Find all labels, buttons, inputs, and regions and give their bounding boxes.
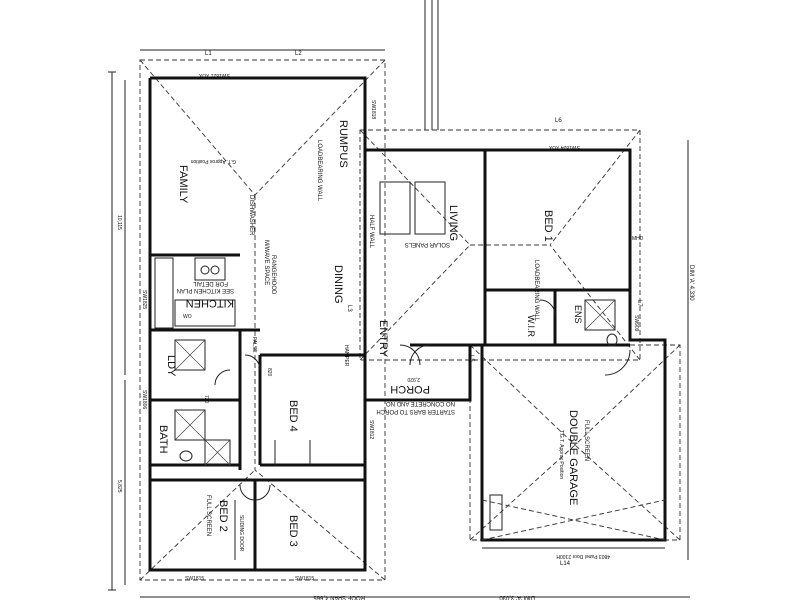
- room-label-porch: PORCH: [390, 383, 430, 395]
- scan-binding-lines: [424, 0, 439, 130]
- room-label-bath: BATH: [157, 425, 169, 454]
- note-no-concrete: NO CONCRETE AND NO: [386, 400, 455, 406]
- room-label-garage: DOUBLE GARAGE: [567, 410, 579, 505]
- dim-a: DIM 'A' 3,030: [499, 594, 535, 600]
- room-label-rumpus: RUMPUS: [337, 120, 349, 168]
- note-sliding-door: SLIDING DOOR: [238, 515, 244, 552]
- dim-roof-span: ROOF SPAN 4,665: [313, 594, 365, 600]
- note-solar-panels: SOLAR PANELS: [405, 241, 450, 247]
- window-sw1824: SW1824 XOX: [548, 144, 580, 150]
- room-label-kitchen: KITCHEN: [186, 297, 234, 309]
- note-false: FALSE: [251, 337, 257, 353]
- lintel-l1: L1: [205, 51, 212, 57]
- lintel-l6: L6: [555, 118, 562, 124]
- note-for-detail: FOR DETAIL: [192, 280, 228, 286]
- wardrobe-lines: [234, 440, 311, 560]
- room-label-bed1: BED 1: [542, 210, 554, 242]
- room-label-family: FAMILY: [177, 165, 189, 204]
- note-starter-bars: STARTER BARS TO PORCH: [376, 408, 455, 414]
- room-label-dining: DINING: [332, 265, 344, 304]
- window-sw1821: SW1821 XOX: [198, 72, 230, 78]
- note-half-wall: HALF WALL: [368, 215, 374, 249]
- room-label-bed2: BED 2: [217, 500, 229, 532]
- dim-720: 720: [203, 395, 209, 404]
- door-swings: [214, 299, 631, 501]
- note-panel-door: 4803 Panel Door 2100H: [556, 553, 610, 559]
- lintel-l7: L7: [636, 300, 642, 307]
- dim-820: 820: [266, 368, 272, 377]
- wet-area-fixtures: [174, 299, 618, 466]
- note-loadbearing-1: LOADBEARING WALL: [316, 140, 322, 202]
- room-label-entry: ENTRY: [377, 320, 389, 358]
- note-tgt-approx: T.G.T. Approx Position: [558, 430, 564, 479]
- solar-panels: [379, 181, 446, 235]
- note-gt-approx: G.T. Approx Position: [190, 158, 236, 164]
- room-label-ldy: LDY: [165, 355, 177, 377]
- dimension-lines: [108, 49, 690, 598]
- room-label-bed3: BED 3: [287, 515, 299, 547]
- dim-5825: 5,825: [116, 480, 122, 493]
- window-sw1815-a: SW1815: [185, 576, 204, 582]
- note-dishwasher: DISHWASHER: [248, 195, 254, 236]
- note-full-screen-bed2: FULL SCREEN: [205, 495, 211, 536]
- dim-2920: 2,920: [407, 376, 420, 382]
- note-full-screen-garage: FULL SCREEN: [583, 420, 589, 461]
- room-label-living: LIVING: [447, 205, 459, 241]
- note-see-kitchen-plan: SEE KITCHEN PLAN: [177, 287, 234, 293]
- lintel-l2: L2: [295, 51, 302, 57]
- window-sw1815-b: SW1815: [295, 576, 314, 582]
- kitchen-bench: [154, 257, 236, 329]
- note-hamper: HAMPER: [343, 345, 349, 367]
- lintel-l3: L3: [346, 305, 352, 312]
- dim-10115: 10,115: [116, 215, 122, 230]
- lintel-l5: L5: [468, 355, 474, 362]
- note-mwave: M/WAVE SPACE: [263, 240, 269, 285]
- garage-door: [481, 494, 666, 549]
- window-sw1818: SW1818: [370, 100, 376, 119]
- window-sw1812: SW1812: [368, 420, 374, 439]
- room-label-ens: ENS: [573, 305, 583, 324]
- dim-4330: DIM 'A' 4,330: [688, 265, 694, 301]
- note-mhd: MHD: [632, 236, 644, 242]
- room-label-wir: W.I.R: [526, 315, 536, 337]
- room-label-bed4: BED 4: [287, 400, 299, 432]
- internal-walls: [150, 150, 630, 570]
- window-sw909: SW909: [633, 315, 639, 332]
- note-wo: WO: [183, 314, 192, 320]
- note-loadbearing-2: LOADBEARING WALL: [533, 260, 539, 322]
- window-sw1806: SW1806: [141, 390, 147, 409]
- lintel-l14: L14: [560, 561, 571, 567]
- note-rangehood: RANGEHOOD: [270, 255, 276, 295]
- window-sw1825: SW1825: [141, 290, 147, 309]
